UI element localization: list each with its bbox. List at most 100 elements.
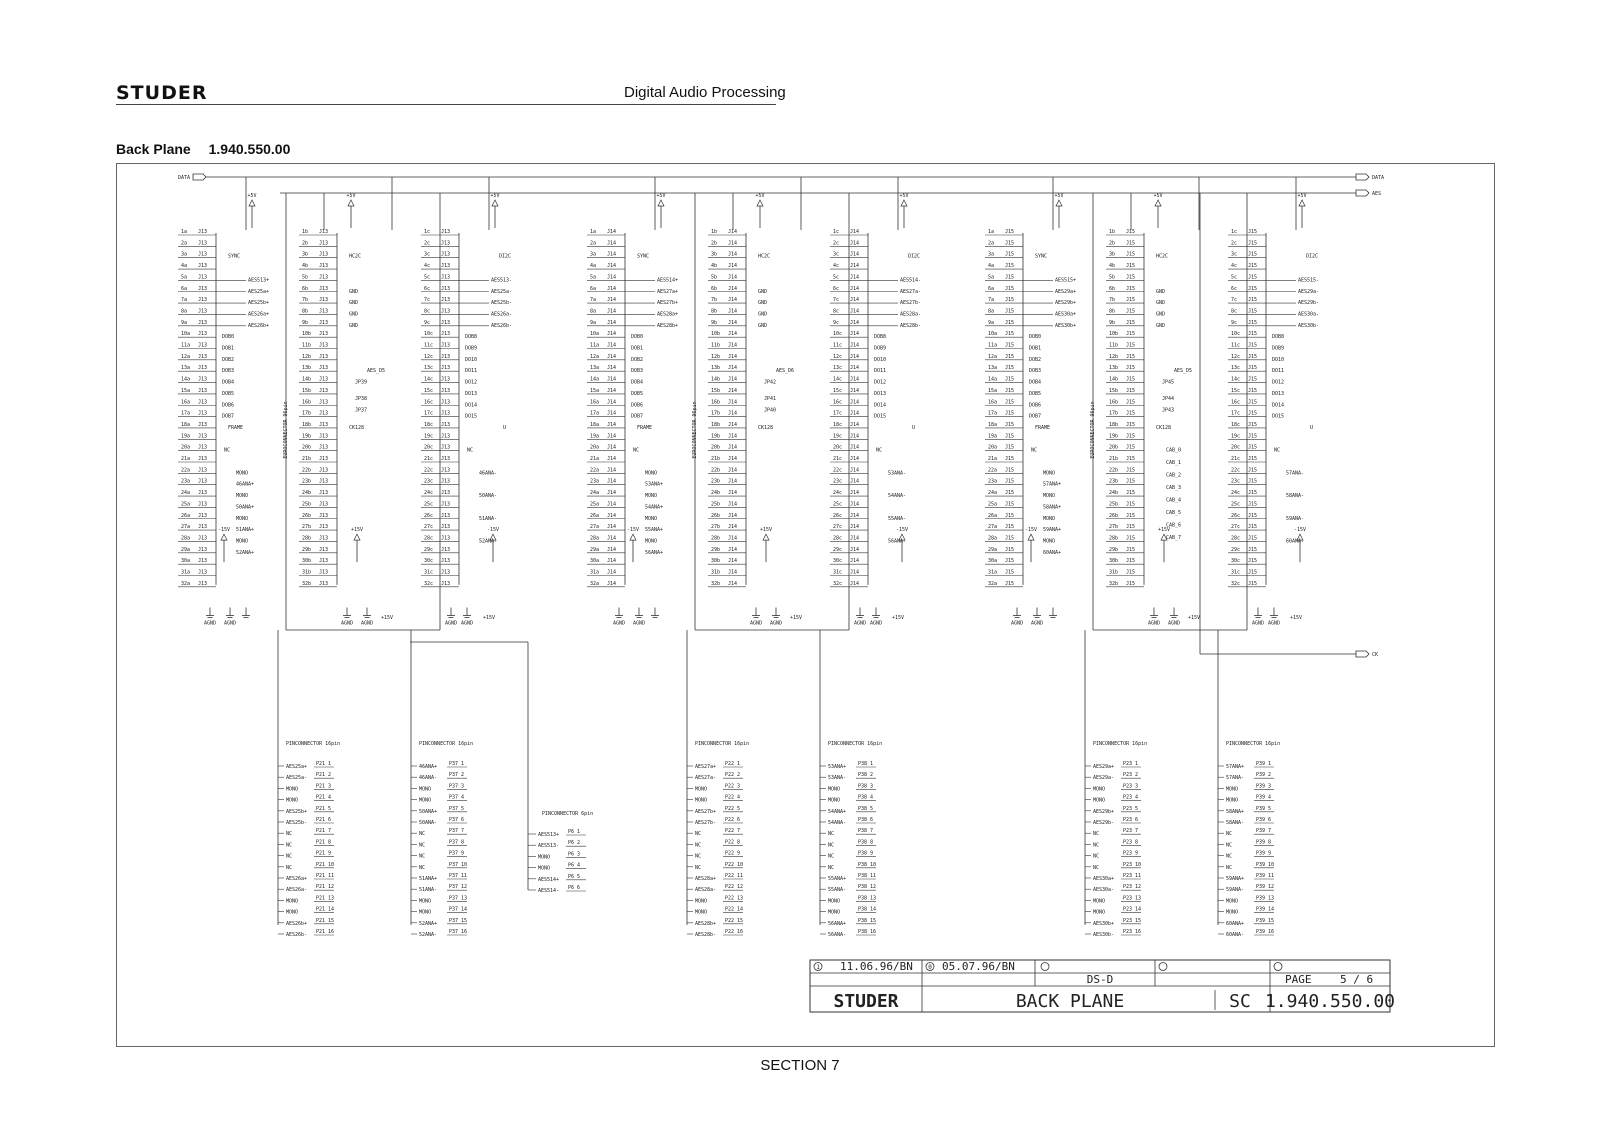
pin-net-label: MONO bbox=[695, 898, 707, 904]
connector-ref: J13 bbox=[319, 445, 328, 451]
connector-ref: J15 bbox=[1248, 535, 1257, 541]
connector-ref: J14 bbox=[728, 581, 737, 587]
mono-net-label: MONO bbox=[236, 493, 248, 499]
supply-label: -15V bbox=[896, 527, 908, 533]
connector-ref: J15 bbox=[1126, 501, 1135, 507]
pin-net-label: AES30b+ bbox=[1093, 921, 1114, 927]
connector-ref: J14 bbox=[607, 547, 616, 553]
connector-ref: J14 bbox=[850, 570, 859, 576]
connector-ref: J15 bbox=[1005, 433, 1014, 439]
connector-ref: J13 bbox=[319, 513, 328, 519]
aes-net-label: AES25b- bbox=[491, 300, 512, 306]
connector-ref: J13 bbox=[319, 479, 328, 485]
connector-ref: J14 bbox=[850, 320, 859, 326]
net-ck128: CK128 bbox=[758, 425, 773, 431]
pin-net-label: 55ANA+ bbox=[828, 876, 846, 882]
pin-net-label: 57ANA+ bbox=[1226, 764, 1244, 770]
pin-net-label: AES29a- bbox=[1093, 775, 1114, 781]
pin-id: 13c bbox=[1231, 365, 1240, 371]
pin-id: 18a bbox=[988, 422, 997, 428]
pin-id: 11a bbox=[590, 343, 599, 349]
pin-id: 31c bbox=[1231, 570, 1240, 576]
pin-id: 25b bbox=[302, 501, 311, 507]
pin-id: 3b bbox=[302, 252, 308, 258]
pin-id: 7b bbox=[1109, 297, 1115, 303]
pin-net-label: AES29a+ bbox=[1093, 764, 1114, 770]
pin-ref: P38 10 bbox=[858, 862, 876, 868]
net-di2c: DI2C bbox=[1306, 254, 1318, 260]
ck-bus-output-label: CK bbox=[1372, 652, 1378, 658]
pin-ref: P21 2 bbox=[316, 772, 331, 778]
aes-net-label: AES27b+ bbox=[657, 300, 678, 306]
dob-net-label: DOB1 bbox=[1029, 346, 1041, 352]
ground-label: AGND bbox=[204, 621, 216, 627]
pin-ref: P39 1 bbox=[1256, 761, 1271, 767]
connector-ref: J14 bbox=[850, 501, 859, 507]
pin-id: 26a bbox=[988, 513, 997, 519]
pin-id: 13a bbox=[590, 365, 599, 371]
pin-id: 21c bbox=[1231, 456, 1240, 462]
revision-mark bbox=[925, 962, 935, 971]
connector-ref: J14 bbox=[728, 286, 737, 292]
dob-net-label: DOB3 bbox=[1029, 368, 1041, 374]
pin-ref: P21 6 bbox=[316, 817, 331, 823]
connector-ref: J14 bbox=[850, 479, 859, 485]
pin-net-label: AES28a+ bbox=[695, 876, 716, 882]
pin-id: 15c bbox=[424, 388, 433, 394]
pin-ref: P23 13 bbox=[1123, 895, 1141, 901]
connector-ref: J13 bbox=[198, 343, 207, 349]
pin-id: 12a bbox=[181, 354, 190, 360]
connector-ref: J15 bbox=[1248, 388, 1257, 394]
pin-net-label: AES25b- bbox=[286, 820, 307, 826]
pin-ref: P23 16 bbox=[1123, 929, 1141, 935]
pin-id: 32b bbox=[1109, 581, 1118, 587]
connector-ref: J14 bbox=[607, 320, 616, 326]
revision-mark bbox=[813, 962, 823, 971]
pin-id: 21b bbox=[711, 456, 720, 462]
pin-id: 12c bbox=[833, 354, 842, 360]
connector-ref: J14 bbox=[850, 535, 859, 541]
connector-ref: J13 bbox=[441, 445, 450, 451]
connector-ref: J14 bbox=[607, 581, 616, 587]
pin-id: 2b bbox=[1109, 240, 1115, 246]
pin-id: 17c bbox=[1231, 411, 1240, 417]
connector-ref: J14 bbox=[607, 456, 616, 462]
pin-id: 24a bbox=[988, 490, 997, 496]
pin-id: 1b bbox=[1109, 229, 1115, 235]
pin-id: 9c bbox=[833, 320, 839, 326]
connector-ref: J15 bbox=[1005, 252, 1014, 258]
pin-ref: P6 3 bbox=[568, 851, 580, 857]
aes-net-label: AES25a+ bbox=[248, 289, 269, 295]
connector-ref: J15 bbox=[1248, 513, 1257, 519]
connector-ref: J15 bbox=[1248, 274, 1257, 280]
pin-id: 9c bbox=[1231, 320, 1237, 326]
connector-ref: J13 bbox=[319, 308, 328, 314]
pin-ref: P37 9 bbox=[449, 851, 464, 857]
connector-ref: J14 bbox=[607, 490, 616, 496]
connector-ref: J15 bbox=[1005, 331, 1014, 337]
pin-ref: P37 2 bbox=[449, 772, 464, 778]
dob-net-label: DOB7 bbox=[222, 414, 234, 420]
connector-ref: J13 bbox=[198, 570, 207, 576]
net-ck128: CK128 bbox=[1156, 425, 1171, 431]
connector-ref: J13 bbox=[198, 547, 207, 553]
connector-ref: J13 bbox=[441, 558, 450, 564]
connector-ref: J15 bbox=[1126, 229, 1135, 235]
pin-id: 24b bbox=[302, 490, 311, 496]
supply-label: +5V bbox=[247, 193, 256, 199]
studer-logo: STUDER bbox=[116, 82, 208, 104]
pin-id: 15b bbox=[711, 388, 720, 394]
net-nc: NC bbox=[633, 448, 639, 454]
pin-id: 26c bbox=[424, 513, 433, 519]
dob-net-label: DOB9 bbox=[874, 346, 886, 352]
connector-ref: J15 bbox=[1005, 354, 1014, 360]
pin-net-label: NC bbox=[1093, 842, 1099, 848]
connector-ref: J13 bbox=[319, 411, 328, 417]
pin-ref: P38 3 bbox=[858, 783, 873, 789]
pin-id: 2a bbox=[181, 240, 187, 246]
connector-ref: J13 bbox=[198, 513, 207, 519]
pin-id: 32b bbox=[302, 581, 311, 587]
pin-id: 11c bbox=[833, 343, 842, 349]
connector-ref: J13 bbox=[198, 433, 207, 439]
pin-id: 1b bbox=[302, 229, 308, 235]
